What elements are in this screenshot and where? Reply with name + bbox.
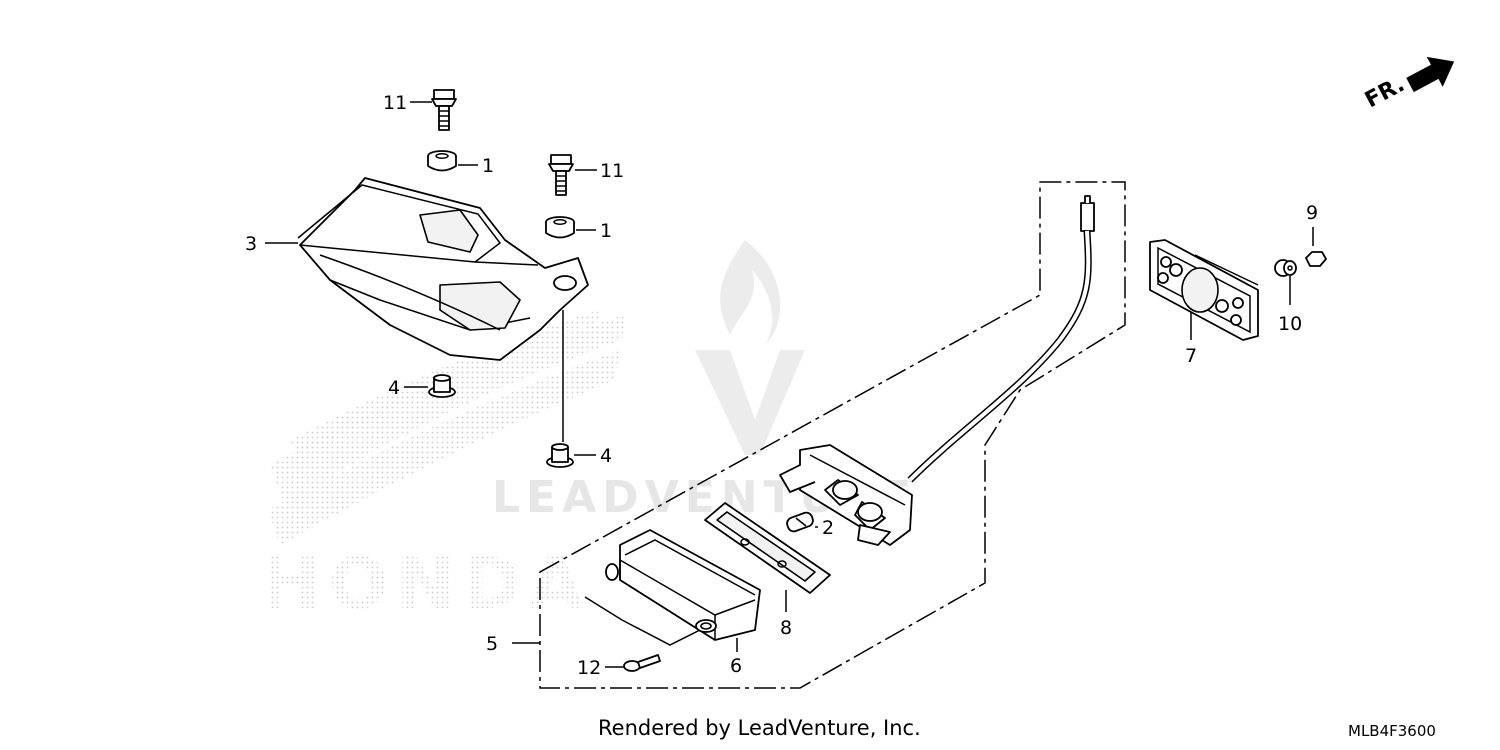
- callout-3: 3: [245, 233, 257, 255]
- license-light-assembly-boundary: [539, 181, 1126, 689]
- grommet-part-1-left: [427, 150, 457, 172]
- gasket-part-8: [704, 502, 831, 594]
- leader-line-reflector: [1194, 254, 1259, 286]
- collar-part-4-left: [428, 374, 456, 398]
- callout-11-left: 11: [383, 92, 407, 114]
- callout-9: 9: [1306, 202, 1318, 224]
- bulb-part-2: [786, 511, 814, 533]
- front-direction-label: FR.: [1361, 72, 1409, 113]
- callout-1-right: 1: [600, 220, 612, 242]
- front-arrow-icon: [1406, 56, 1455, 93]
- callout-7: 7: [1185, 345, 1197, 367]
- callout-6: 6: [730, 655, 742, 677]
- front-direction-indicator: FR.: [1361, 56, 1455, 113]
- callout-5: 5: [486, 633, 498, 655]
- reflector-plate-part-7: [1149, 239, 1259, 341]
- collar-part-4-right: [546, 443, 574, 468]
- tail-light-assembly-part-3: [297, 177, 589, 361]
- grommet-part-1-right: [545, 216, 575, 239]
- license-light-wire-harness: [907, 195, 1095, 483]
- leadventure-logo-watermark: [695, 240, 805, 455]
- bolt-part-11-right: [548, 154, 574, 196]
- diagram-code: MLB4F3600: [1348, 722, 1436, 740]
- callout-11-right: 11: [600, 160, 624, 182]
- nut-part-9: [1305, 251, 1327, 267]
- lens-part-6: [605, 529, 761, 641]
- collar-part-10: [1274, 259, 1297, 277]
- honda-watermark-text: HONDA: [262, 543, 591, 625]
- callout-2: 2: [822, 517, 834, 539]
- callout-10: 10: [1278, 313, 1302, 335]
- render-credit: Rendered by LeadVenture, Inc.: [598, 716, 921, 740]
- callout-numbers: 11 1 11 1 3 4 4 2 5 6 8 12 7 9 10: [245, 92, 1318, 679]
- bolt-part-11-left: [431, 89, 457, 131]
- callout-12: 12: [577, 657, 601, 679]
- callout-1-left: 1: [482, 155, 494, 177]
- callout-8: 8: [780, 617, 792, 639]
- license-light-housing: [779, 444, 913, 546]
- callout-4-left: 4: [388, 377, 400, 399]
- callout-4-right: 4: [600, 445, 612, 467]
- callout-leader-lines: [265, 101, 1314, 668]
- leader-line-screw: [584, 596, 701, 646]
- screw-part-12: [623, 654, 661, 672]
